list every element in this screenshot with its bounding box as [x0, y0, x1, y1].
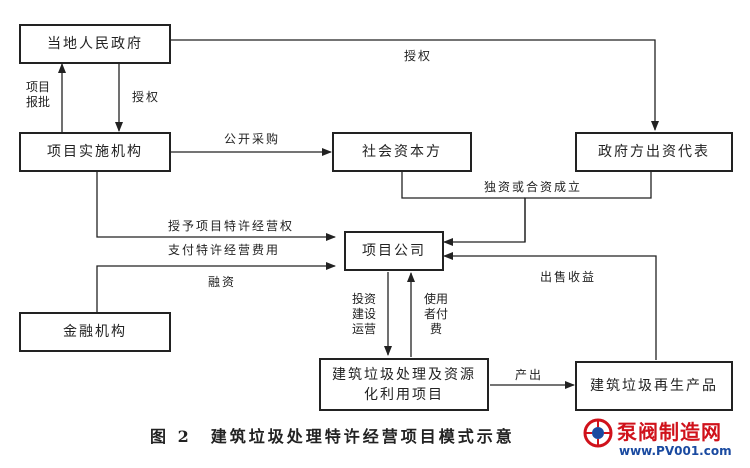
figure-caption: 图 2 建筑垃圾处理特许经营项目模式示意: [150, 427, 515, 446]
label-grant-rights: 授予项目特许经营权: [168, 219, 295, 233]
label-sole-or-jv: 独资或合资成立: [484, 180, 583, 194]
label-authorize: 授权: [404, 49, 433, 63]
node-recycled-products: 建筑垃圾再生产品: [575, 361, 733, 411]
node-gov-rep: 政府方出资代表: [575, 132, 733, 172]
label-invest-build-operate: 投资 建设 运营: [352, 292, 377, 336]
node-local-gov: 当地人民政府: [19, 24, 171, 64]
label-user-pays: 使用 者付 费: [424, 292, 449, 336]
edge-to-company-from-merge: [443, 198, 526, 246]
watermark-title: 泵阀制造网: [617, 420, 722, 444]
watermark: 泵阀制造网 www.PV001.com: [583, 414, 748, 466]
label-financing: 融资: [208, 275, 237, 289]
edge-authorize: [171, 39, 659, 131]
label-output: 产出: [515, 368, 544, 382]
node-processing-line2: 化利用项目: [364, 386, 444, 403]
node-social-capital: 社会资本方: [332, 132, 472, 172]
node-financial-inst: 金融机构: [19, 312, 171, 352]
node-project-company: 项目公司: [344, 231, 444, 271]
label-public-procure: 公开采购: [224, 132, 281, 146]
edge-sales-revenue: [443, 252, 657, 360]
watermark-url: www.PV001.com: [619, 444, 732, 458]
edge-sole-or-jv: [401, 172, 525, 199]
label-project-report: 项目 报批: [26, 80, 51, 109]
edge-financing: [96, 262, 336, 312]
label-pay-fees: 支付特许经营费用: [168, 243, 281, 257]
watermark-logo-icon: [583, 418, 613, 448]
node-processing: 建筑垃圾处理及资源 化利用项目: [319, 358, 489, 411]
node-impl-agency: 项目实施机构: [19, 132, 171, 172]
label-authorize-small: 授权: [132, 90, 161, 104]
edge-grant-rights: [96, 172, 336, 241]
node-processing-line1: 建筑垃圾处理及资源: [332, 366, 476, 383]
label-sales-revenue: 出售收益: [540, 270, 597, 284]
